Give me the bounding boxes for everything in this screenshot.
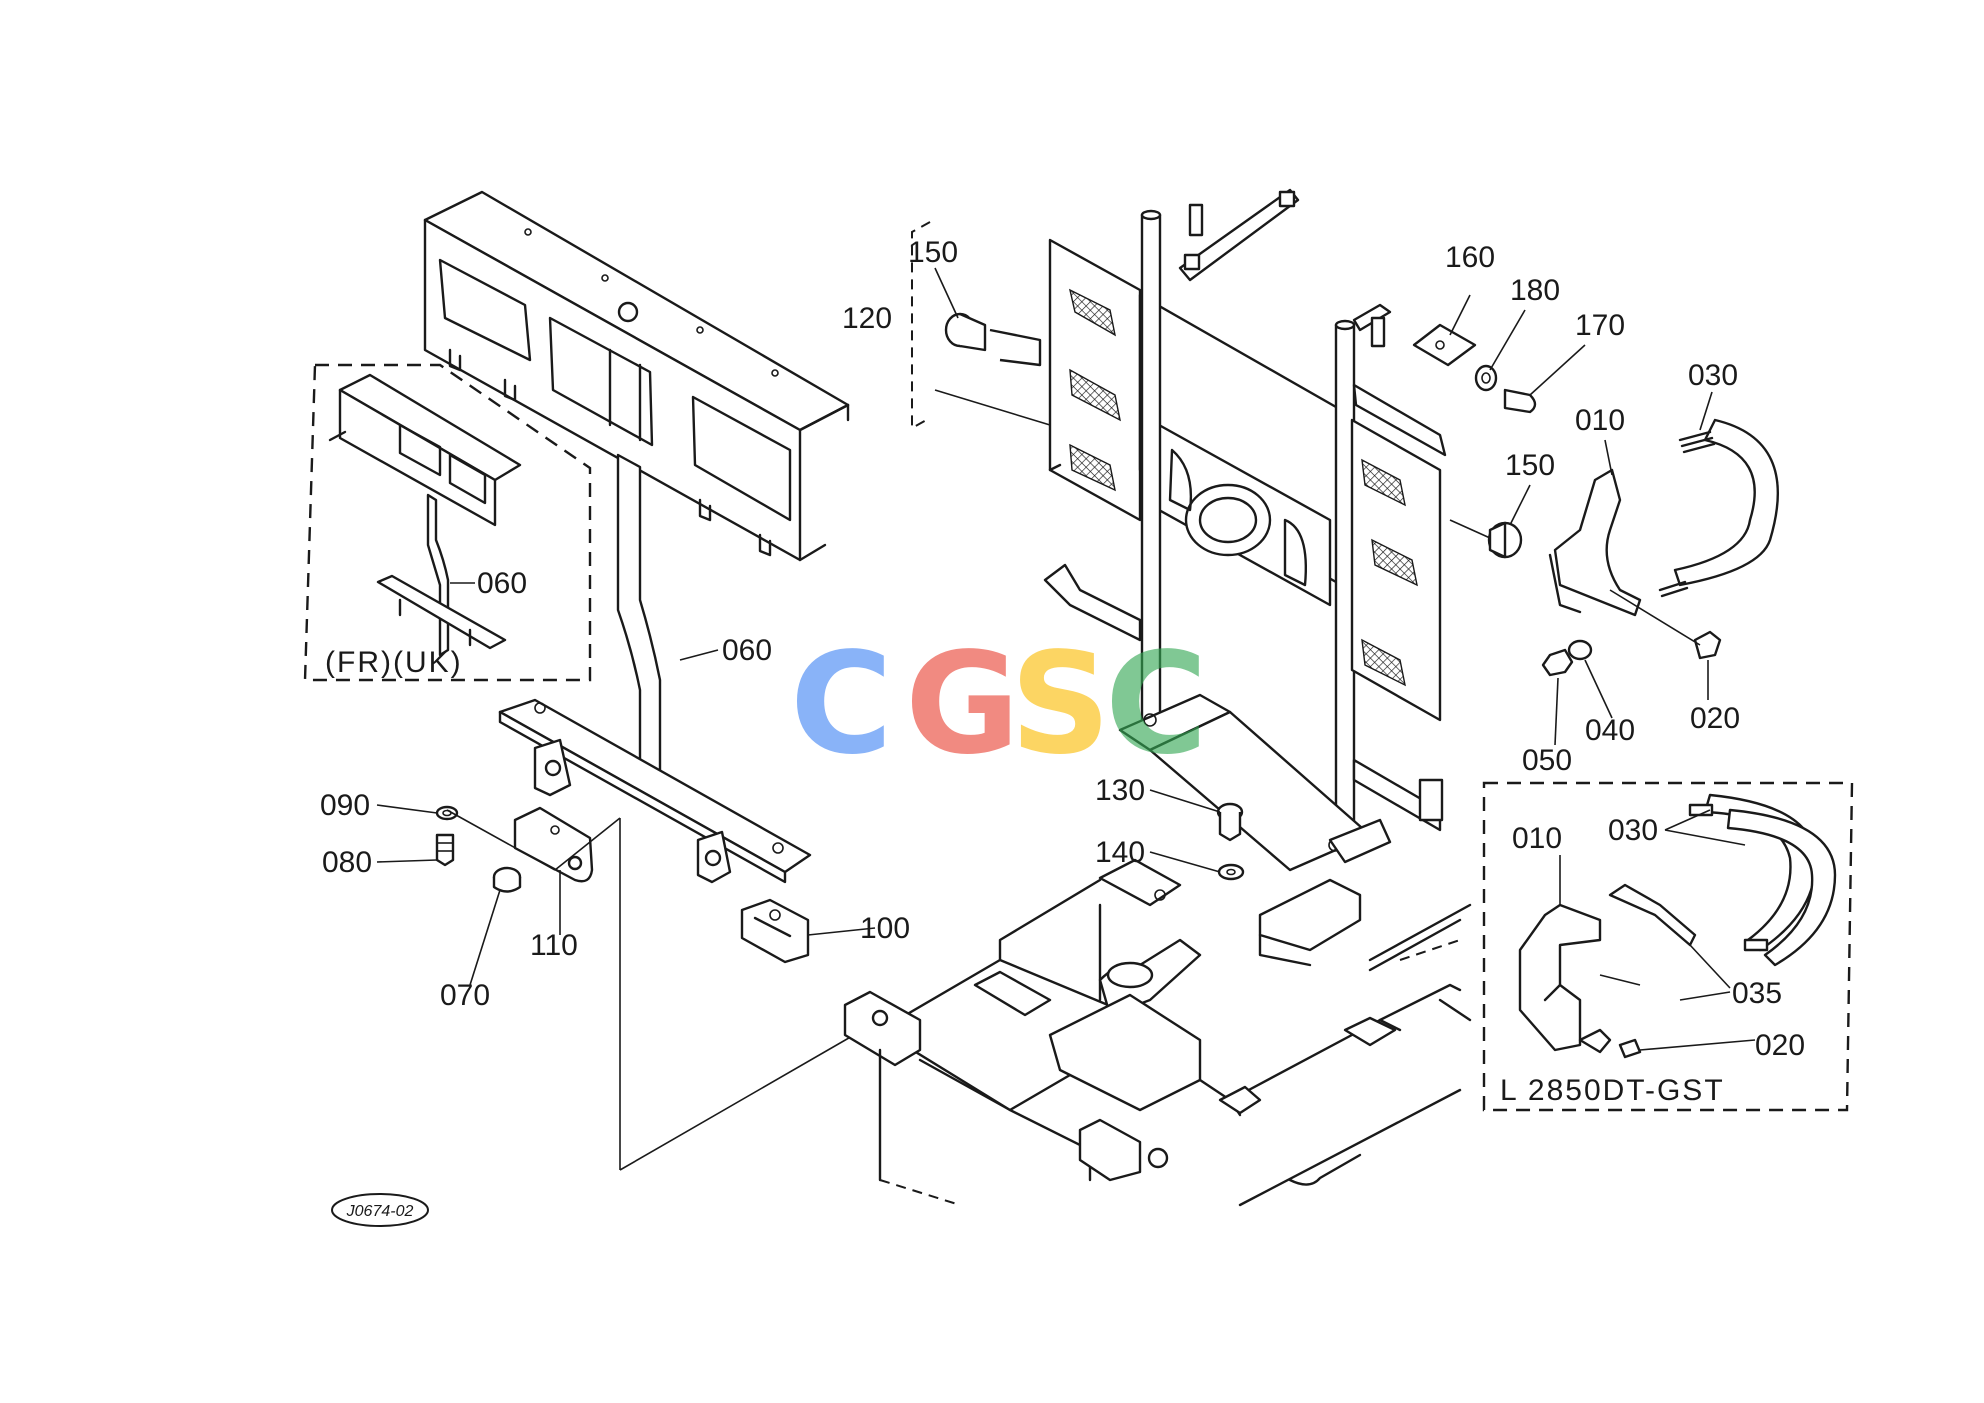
label-130: 130 [1095, 774, 1145, 807]
label-060-main: 060 [722, 634, 772, 667]
watermark-letter-g: G [905, 623, 1020, 786]
label-030-main: 030 [1688, 359, 1738, 392]
label-100: 100 [860, 912, 910, 945]
label-040: 040 [1585, 714, 1635, 747]
rear-frame-assembly [911, 188, 1537, 872]
clamp-100 [740, 898, 810, 964]
label-150-right: 150 [1505, 449, 1555, 482]
label-180: 180 [1510, 274, 1560, 307]
part-labels: 150 120 160 180 170 030 010 150 060 060 … [320, 236, 1805, 1062]
label-090: 090 [320, 789, 370, 822]
label-030-inset: 030 [1608, 814, 1658, 847]
rubber-mount-150a [944, 312, 1042, 367]
fr-uk-caption: (FR)(UK) [325, 646, 463, 679]
lower-left-bracket-group [435, 805, 881, 1171]
label-010-main: 010 [1575, 404, 1625, 437]
front-guard-frame [423, 190, 850, 884]
watermark-letter-c2: C [1105, 623, 1208, 786]
label-020-main: 020 [1690, 702, 1740, 735]
muffler-bracket-group [1541, 418, 1779, 677]
watermark-letter-s: S [1010, 623, 1111, 786]
label-080: 080 [322, 846, 372, 879]
drawing-reference-code: J0674-02 [346, 1203, 414, 1220]
label-010-inset: 010 [1512, 822, 1562, 855]
l2850dt-gst-inset: L 2850DT-GST [1482, 781, 1854, 1112]
label-160: 160 [1445, 241, 1495, 274]
label-150-upper: 150 [908, 236, 958, 269]
label-070: 070 [440, 979, 490, 1012]
label-020-inset: 020 [1755, 1029, 1805, 1062]
label-110: 110 [530, 929, 578, 962]
watermark-letter-c1: C [790, 623, 893, 786]
label-120: 120 [842, 302, 892, 335]
label-035: 035 [1732, 977, 1782, 1010]
drawing-reference: J0674-02 [331, 1193, 429, 1227]
fr-uk-inset: (FR)(UK) [303, 363, 592, 682]
label-050: 050 [1522, 744, 1572, 777]
rubber-mount-150b [1487, 521, 1523, 559]
leader-lines [376, 267, 1756, 1051]
bolt-130-washer-140 [1216, 802, 1245, 881]
label-140: 140 [1095, 836, 1145, 869]
label-170: 170 [1575, 309, 1625, 342]
l2850dt-gst-caption: L 2850DT-GST [1500, 1074, 1725, 1107]
label-060-inset: 060 [477, 567, 527, 600]
cgsc-watermark: C G S C [790, 623, 1208, 786]
chassis-frame [843, 858, 1472, 1207]
